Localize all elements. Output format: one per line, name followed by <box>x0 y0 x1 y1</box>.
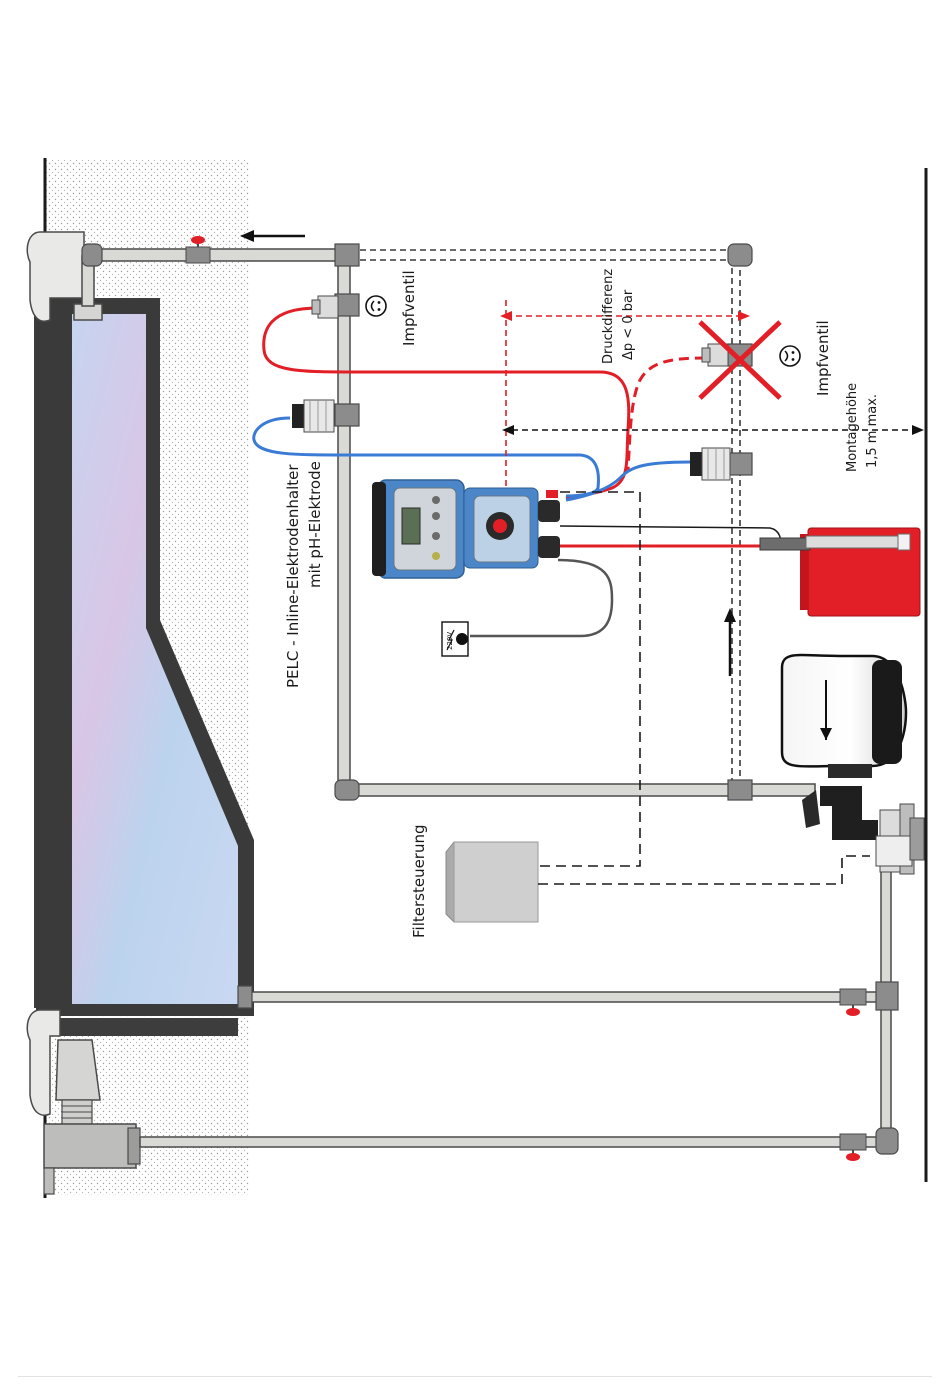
montagehoehe-label: Montagehöhe <box>845 383 860 472</box>
smiley-sad-icon <box>780 346 800 366</box>
ball-valve-skimmer <box>840 1134 866 1161</box>
page-footer-rule <box>18 1376 932 1377</box>
delta-p-label: Δp < 0 bar <box>621 289 636 360</box>
pump-signal-line <box>560 526 781 546</box>
filter-control-box <box>446 842 538 922</box>
filtersteuerung-label: Filtersteuerung <box>410 824 428 938</box>
chemical-tank <box>760 528 920 616</box>
circulation-pump <box>876 804 924 874</box>
pelc-label-line1: PELC - Inline-Elektrodenhalter <box>284 464 302 688</box>
pelc-label-line2: mit pH-Elektrode <box>306 461 324 588</box>
mounting-height-dimension <box>502 425 924 435</box>
ball-valve-main-drain <box>840 989 866 1016</box>
electrode-holder-right <box>690 448 730 480</box>
pump-power-cable <box>470 560 612 636</box>
electrode-holder-left <box>292 400 334 432</box>
dosing-pump <box>372 480 560 578</box>
injection-valve-good <box>312 296 338 318</box>
smiley-happy-icon <box>366 296 386 316</box>
impfventil-good-label: Impfventil <box>400 270 418 346</box>
voltage-label: 220V <box>446 632 454 650</box>
montagehoehe-max-label: 1,5 m max. <box>865 394 880 468</box>
impfventil-bad-label: Impfventil <box>814 320 832 396</box>
druckdifferenz-label: Druckdifferenz <box>601 269 616 364</box>
flow-arrow-up-icon <box>724 608 736 676</box>
